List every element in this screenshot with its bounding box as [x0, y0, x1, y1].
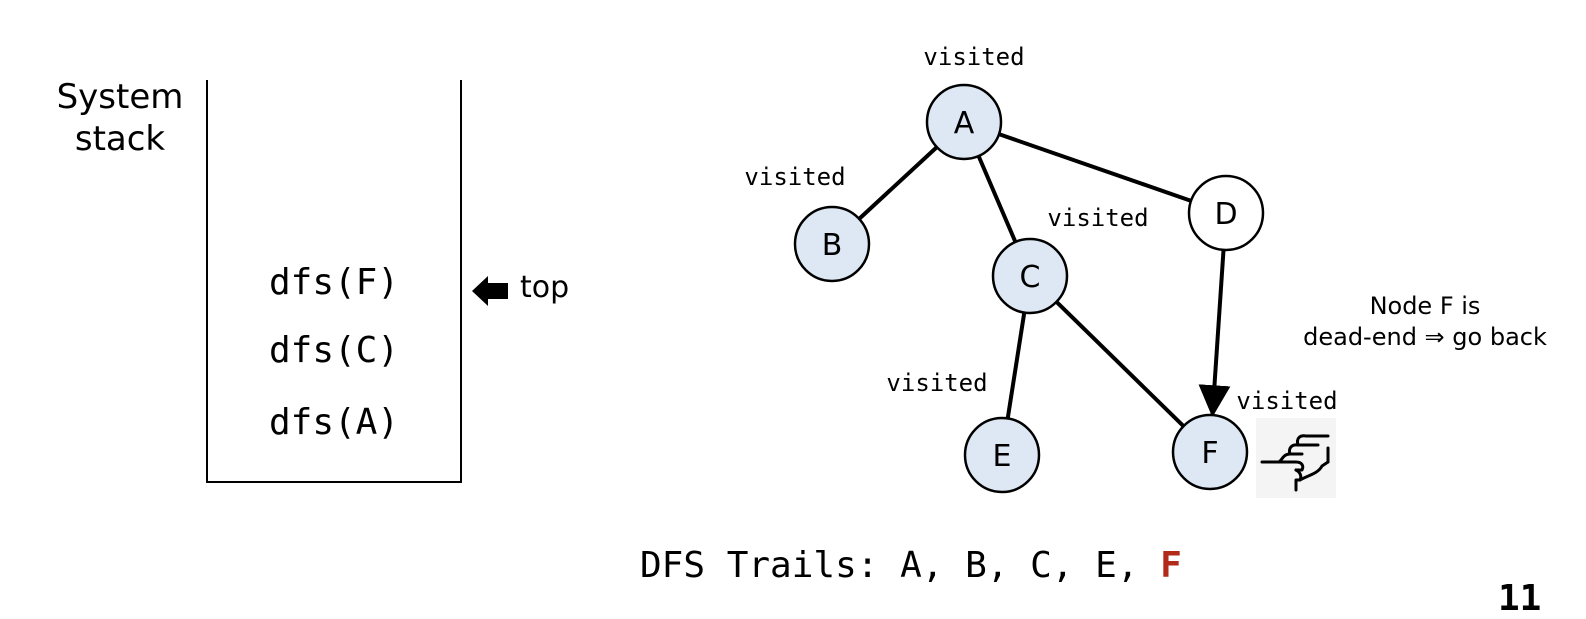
node-c: C	[991, 237, 1069, 315]
dfs-trail-prefix: DFS Trails: A, B, C, E,	[640, 545, 1161, 586]
visited-label-c: visited	[1047, 204, 1148, 232]
node-label: B	[822, 228, 843, 263]
left-arrow-icon	[472, 276, 508, 306]
stack-title-line1: System	[56, 77, 184, 117]
node-b: B	[793, 205, 871, 283]
node-label: F	[1201, 436, 1218, 471]
edge-c-f	[1055, 300, 1185, 428]
stack-title: System stack	[40, 76, 200, 160]
system-stack-container	[206, 80, 462, 483]
node-circle	[1187, 174, 1265, 252]
edge-c-e	[1005, 312, 1027, 419]
node-label: A	[954, 106, 975, 141]
node-label: E	[993, 439, 1012, 474]
dfs-trail-current-node: F	[1160, 545, 1182, 586]
visited-label-f: visited	[1236, 387, 1337, 415]
node-circle	[793, 205, 871, 283]
node-label: C	[1020, 260, 1041, 295]
node-circle	[963, 416, 1041, 494]
node-label: D	[1214, 197, 1237, 232]
hand-pointing-down-icon	[1256, 418, 1336, 498]
edge-d-f	[1198, 249, 1231, 418]
edge-a-c	[976, 155, 1018, 243]
node-circle	[925, 83, 1003, 161]
visited-label-e: visited	[886, 369, 987, 397]
dead-end-note: Node F is dead-end ⇒ go back	[1270, 291, 1580, 353]
stack-frame: dfs(F)	[268, 262, 400, 303]
node-f: F	[1171, 413, 1249, 491]
node-circle	[991, 237, 1069, 315]
node-d: D	[1187, 174, 1265, 252]
stack-title-line2: stack	[74, 119, 166, 159]
edge-a-b	[857, 145, 939, 221]
visited-label-b: visited	[744, 163, 845, 191]
node-e: E	[963, 416, 1041, 494]
graph-diagram: A B C D E F visited visited visited visited visit…	[744, 43, 1338, 494]
note-line2: dead-end ⇒ go back	[1303, 323, 1547, 351]
stack-frame: dfs(A)	[268, 402, 400, 443]
node-a: A	[925, 83, 1003, 161]
note-line1: Node F is	[1369, 292, 1481, 320]
top-label: top	[520, 270, 570, 305]
node-circle	[1171, 413, 1249, 491]
dfs-trail: DFS Trails: A, B, C, E, F	[640, 545, 1182, 586]
stack-frame: dfs(C)	[268, 330, 400, 371]
page-number: 11	[1498, 578, 1542, 619]
edge-a-d	[998, 132, 1192, 203]
visited-label-a: visited	[923, 43, 1024, 71]
